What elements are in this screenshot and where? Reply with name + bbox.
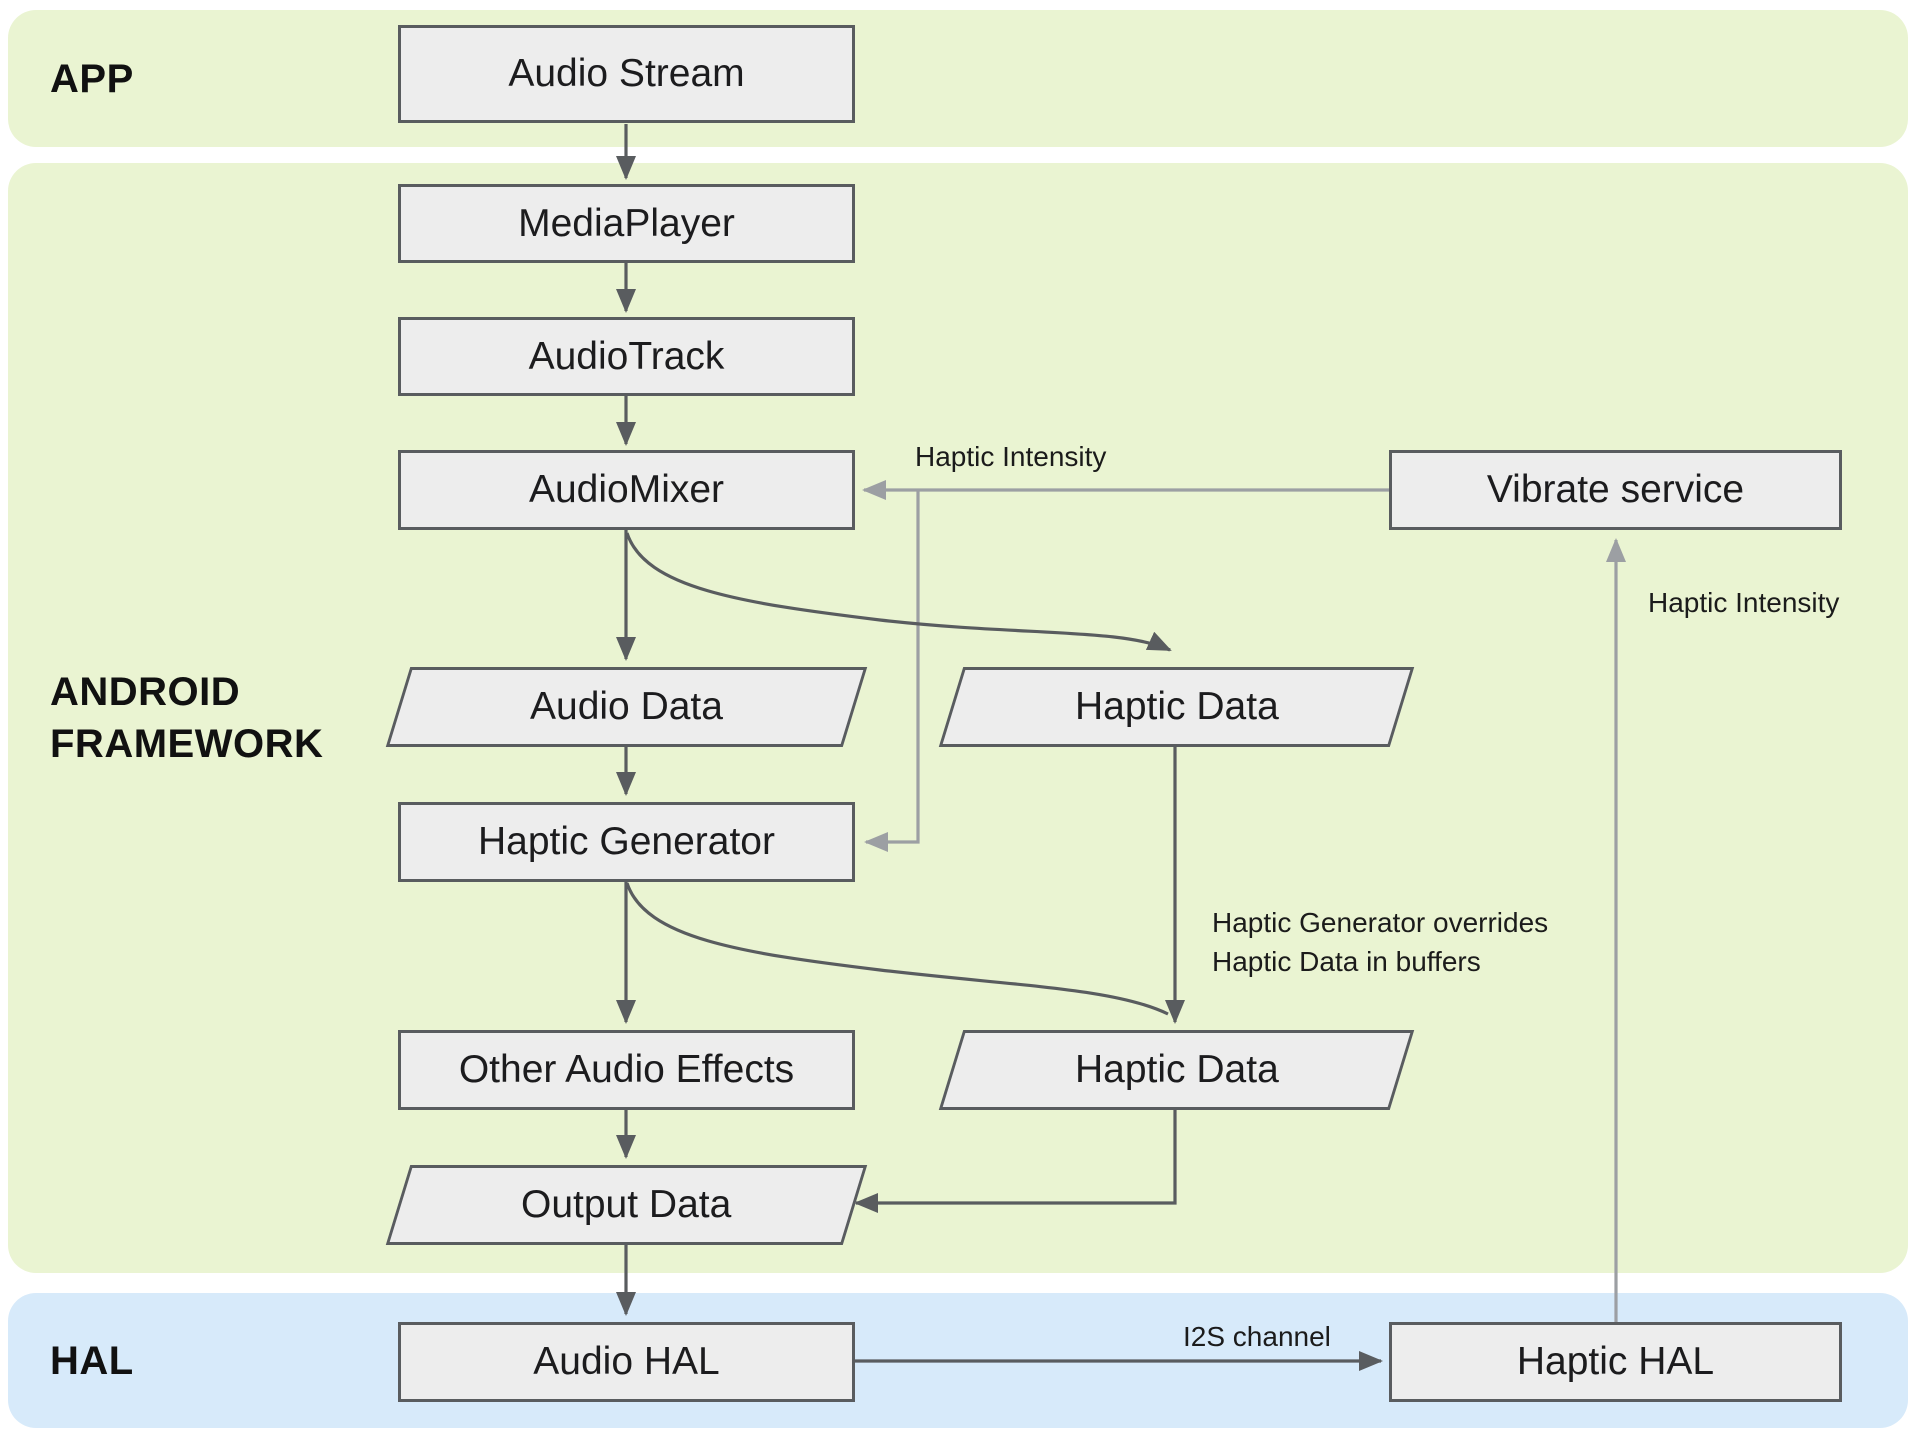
- node-audio-track: AudioTrack: [398, 317, 855, 396]
- node-other-audio-effects: Other Audio Effects: [398, 1030, 855, 1110]
- node-other-audio-effects-label: Other Audio Effects: [458, 1048, 795, 1091]
- node-audio-mixer-label: AudioMixer: [528, 468, 725, 511]
- edge-hapticdata-lower-to-outputdata: [854, 1110, 1177, 1213]
- node-audio-stream-label: Audio Stream: [508, 52, 745, 95]
- node-audio-data-label: Audio Data: [530, 685, 723, 728]
- node-audio-mixer: AudioMixer: [398, 450, 855, 530]
- node-haptic-hal: Haptic HAL: [1389, 1322, 1842, 1402]
- label-override-note-line2: Haptic Data in buffers: [1212, 945, 1481, 977]
- node-haptic-data-upper: Haptic Data: [938, 667, 1415, 747]
- edge-audiomixer-to-hapticdata-upper: [625, 532, 1172, 652]
- label-haptic-intensity-to-vibrate: Haptic Intensity: [1648, 587, 1840, 618]
- node-haptic-hal-label: Haptic HAL: [1516, 1340, 1715, 1383]
- node-output-data-label: Output Data: [521, 1183, 732, 1226]
- band-app-label: APP: [50, 56, 134, 101]
- label-override-note-line1: Haptic Generator overrides: [1212, 907, 1549, 938]
- node-audio-stream: Audio Stream: [398, 25, 855, 123]
- node-media-player: MediaPlayer: [398, 184, 855, 263]
- node-haptic-data-lower-label: Haptic Data: [1074, 1048, 1279, 1091]
- node-audio-hal: Audio HAL: [398, 1322, 855, 1402]
- label-override-note: Haptic Generator overrides Haptic Data i…: [1212, 904, 1548, 981]
- edge-vibrate-to-hapticgenerator: [864, 490, 920, 852]
- node-haptic-data-lower: Haptic Data: [938, 1030, 1415, 1110]
- node-haptic-generator: Haptic Generator: [398, 802, 855, 882]
- band-hal-label: HAL: [50, 1338, 134, 1383]
- node-vibrate-service: Vibrate service: [1389, 450, 1842, 530]
- node-vibrate-service-label: Vibrate service: [1486, 468, 1745, 511]
- label-i2s-channel: I2S channel: [1183, 1321, 1331, 1352]
- band-app: APP: [8, 10, 1908, 147]
- node-audio-data: Audio Data: [385, 667, 868, 747]
- node-audio-hal-label: Audio HAL: [533, 1340, 720, 1383]
- band-android-framework-label: ANDROID FRAMEWORK: [50, 670, 324, 766]
- node-haptic-data-upper-label: Haptic Data: [1074, 685, 1279, 728]
- node-media-player-label: MediaPlayer: [518, 201, 735, 245]
- node-audio-track-label: AudioTrack: [528, 334, 725, 378]
- edge-hapticgenerator-to-hapticdata-lower: [625, 882, 1169, 1016]
- label-haptic-intensity-to-mixer: Haptic Intensity: [915, 441, 1107, 472]
- node-haptic-generator-label: Haptic Generator: [478, 820, 775, 863]
- node-output-data: Output Data: [385, 1165, 868, 1245]
